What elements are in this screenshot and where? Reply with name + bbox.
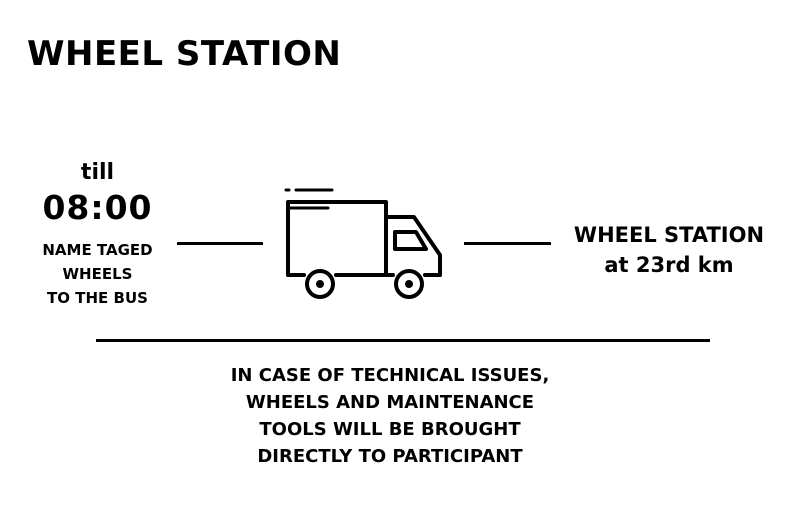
- notice-line: TOOLS WILL BE BROUGHT: [259, 419, 521, 440]
- destination-line: WHEEL STATION: [573, 223, 765, 247]
- notice-line: WHEELS AND MAINTENANCE: [245, 392, 535, 413]
- technical-issues-notice: IN CASE OF TECHNICAL ISSUES, WHEELS AND …: [150, 362, 630, 470]
- instruction-line: WHEELS: [62, 265, 133, 283]
- till-label: till: [80, 160, 115, 185]
- connector-line-right: [464, 242, 551, 245]
- destination-label: WHEEL STATION at 23rd km: [556, 220, 782, 280]
- connector-line-left: [177, 242, 263, 245]
- notice-line: DIRECTLY TO PARTICIPANT: [257, 446, 523, 467]
- instruction-line: TO THE BUS: [47, 289, 148, 307]
- instruction-line: NAME TAGED: [42, 241, 153, 259]
- delivery-truck-icon: [284, 188, 442, 299]
- page-title: WHEEL STATION: [27, 34, 342, 74]
- deadline-time: 08:00: [42, 188, 153, 227]
- destination-line: at 23rd km: [604, 253, 734, 277]
- notice-line: IN CASE OF TECHNICAL ISSUES,: [230, 365, 550, 386]
- section-divider: [96, 339, 710, 342]
- instruction-note: NAME TAGED WHEELS TO THE BUS: [0, 238, 195, 310]
